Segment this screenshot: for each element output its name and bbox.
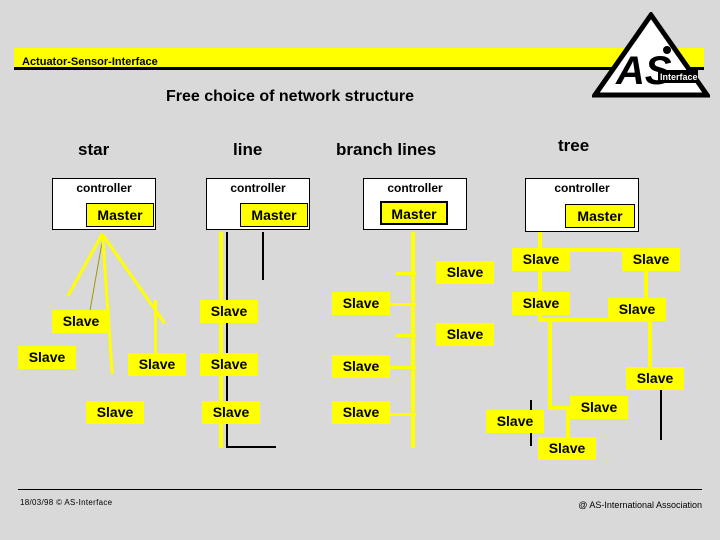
branch-slave-1: Slave bbox=[436, 261, 494, 284]
branch-stub-5 bbox=[390, 413, 416, 416]
branch-stub-3 bbox=[396, 334, 416, 337]
branch-slave-5: Slave bbox=[332, 401, 390, 424]
star-slave-3: Slave bbox=[128, 353, 186, 376]
footer-right-text: @ AS-International Association bbox=[578, 500, 702, 510]
tree-slave-4: Slave bbox=[608, 298, 666, 321]
column-heading-line: line bbox=[233, 140, 263, 159]
line-master-box: Master bbox=[240, 203, 308, 227]
column-heading-tree: tree bbox=[558, 136, 590, 155]
tree-branch-top bbox=[538, 248, 648, 252]
page-title: Free choice of network structure bbox=[165, 88, 415, 105]
svg-text:Interface: Interface bbox=[660, 72, 698, 82]
tree-slave-8: Slave bbox=[538, 437, 596, 460]
star-slave-1: Slave bbox=[52, 310, 110, 333]
header-band bbox=[14, 48, 704, 70]
line-slave-3: Slave bbox=[202, 401, 260, 424]
tree-bottom-vert bbox=[566, 406, 570, 448]
asi-triangle-logo: AS Interface bbox=[590, 10, 712, 98]
branch-slave-4: Slave bbox=[332, 355, 390, 378]
star-controller-label: controller bbox=[76, 181, 132, 195]
footer-divider bbox=[18, 489, 702, 490]
tree-controller-label: controller bbox=[554, 181, 610, 195]
tree-mid-horizontal bbox=[538, 318, 652, 322]
branch-stub-1 bbox=[396, 272, 416, 275]
header-title: Actuator-Sensor-Interface bbox=[22, 56, 158, 68]
line-controller-label: controller bbox=[230, 181, 286, 195]
line-wire-vertical-black bbox=[226, 232, 228, 448]
tree-slave-5: Slave bbox=[626, 367, 684, 390]
tree-slave-3: Slave bbox=[512, 292, 570, 315]
column-heading-star: star bbox=[78, 140, 110, 159]
tree-master-box: Master bbox=[565, 204, 635, 228]
tree-slave-2: Slave bbox=[622, 248, 680, 271]
branch-stub-4 bbox=[390, 366, 416, 369]
line-wire-vertical-yellow bbox=[219, 232, 223, 448]
line-wire-top-stub bbox=[262, 232, 264, 280]
column-heading-branch-lines: branch lines bbox=[336, 140, 437, 159]
line-slave-2: Slave bbox=[200, 353, 258, 376]
branch-controller-label: controller bbox=[387, 181, 443, 195]
branch-slave-3: Slave bbox=[436, 323, 494, 346]
star-slave-4: Slave bbox=[86, 401, 144, 424]
star-wire-down bbox=[101, 234, 114, 374]
branch-master-box: Master bbox=[380, 201, 448, 225]
star-master-box: Master bbox=[86, 203, 154, 227]
line-slave-1: Slave bbox=[200, 300, 258, 323]
branch-slave-2: Slave bbox=[332, 292, 390, 315]
tree-right-vert bbox=[648, 318, 652, 374]
branch-stub-2 bbox=[390, 303, 416, 306]
tree-black-stub-right bbox=[660, 390, 662, 440]
tree-branch-right-down bbox=[644, 248, 648, 310]
tree-slave-6: Slave bbox=[570, 396, 628, 419]
tree-trunk-left bbox=[538, 232, 542, 322]
line-wire-bottom-stub bbox=[228, 446, 276, 448]
branch-trunk bbox=[411, 232, 415, 448]
tree-slave-1: Slave bbox=[512, 248, 570, 271]
tree-lower-vert bbox=[548, 318, 552, 410]
star-slave-2: Slave bbox=[18, 346, 76, 369]
star-wire-right-down bbox=[154, 300, 157, 362]
footer-left-text: 18/03/98 © AS-Interface bbox=[20, 498, 113, 507]
tree-slave-7: Slave bbox=[486, 410, 544, 433]
